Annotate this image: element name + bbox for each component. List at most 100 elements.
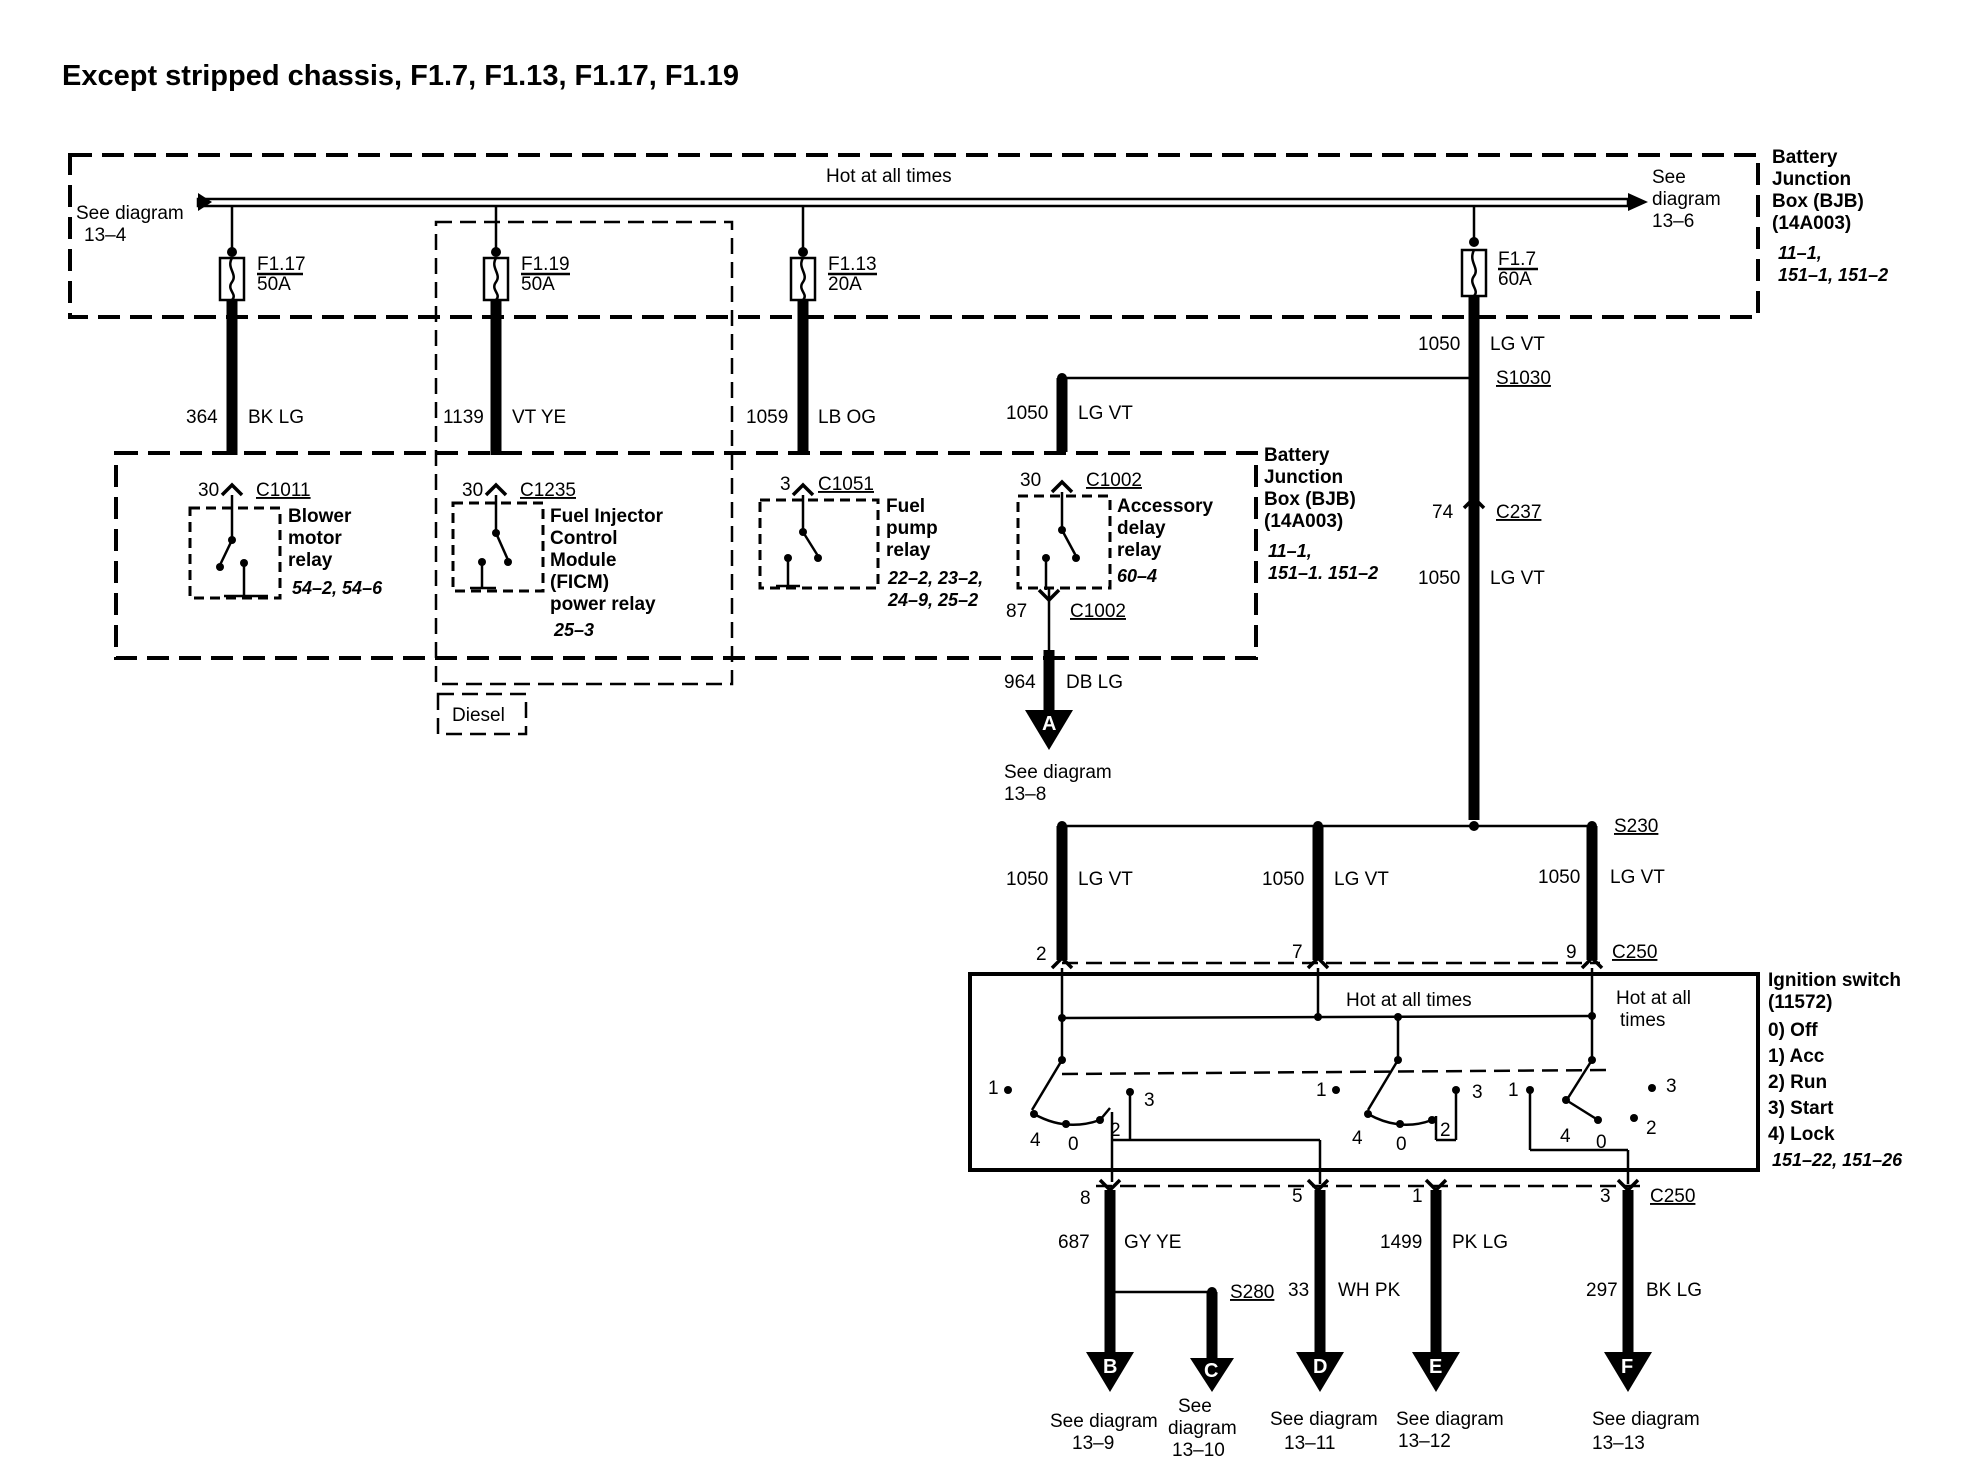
sw1-pos4: 4 xyxy=(1030,1130,1041,1151)
c1011-pin: 30 xyxy=(198,480,219,501)
c250-bottom-pin8: 8 xyxy=(1080,1188,1091,1209)
bjb-top-line3: Box (BJB) xyxy=(1772,191,1864,212)
fuse-f1-7 xyxy=(1460,206,1488,298)
ficm-relay-ref: 25–3 xyxy=(553,620,594,640)
hot-bus-bar xyxy=(196,193,1648,211)
sw1-pos3: 3 xyxy=(1144,1090,1155,1111)
ref-d-line2: 13–11 xyxy=(1284,1433,1335,1454)
wire-964-num: 964 xyxy=(1004,672,1036,693)
sw1-pos1: 1 xyxy=(988,1078,999,1099)
wire-1139-num: 1139 xyxy=(443,407,484,428)
ignition-title2: (11572) xyxy=(1768,992,1832,1013)
sw3-pos2: 2 xyxy=(1646,1118,1657,1139)
splice-s230-label: S230 xyxy=(1614,816,1658,837)
diesel-group-outline xyxy=(434,220,734,686)
ref-c-arrow xyxy=(1190,1358,1234,1392)
bjb-mid-line1: Battery xyxy=(1264,445,1330,466)
ignition-hot-label: Hot at all times xyxy=(1346,990,1472,1011)
wire-364-num: 364 xyxy=(186,407,218,428)
fuel-pump-relay-box xyxy=(758,498,880,590)
ficm-relay-line2: Control xyxy=(550,528,618,549)
bjb-mid-ref2: 151–1. 151–2 xyxy=(1268,563,1378,583)
fuel-pump-relay-line3: relay xyxy=(886,540,931,561)
ignition-title1: Ignition switch xyxy=(1768,970,1901,991)
splice-s280-label: S280 xyxy=(1230,1282,1274,1303)
ref-a-letter: A xyxy=(1042,713,1056,735)
bjb-mid-ref1: 11–1, xyxy=(1268,541,1312,561)
bjb-top-line2: Junction xyxy=(1772,169,1851,190)
fuel-pump-relay-contacts xyxy=(776,495,822,588)
ref-f-line1: See diagram xyxy=(1592,1409,1700,1430)
sw2-pos1: 1 xyxy=(1316,1080,1327,1101)
sw3-pos3: 3 xyxy=(1666,1076,1677,1097)
bus-right-ref-line2: diagram xyxy=(1652,189,1721,210)
bjb-top-line4: (14A003) xyxy=(1772,213,1851,234)
ignition-hot-label2a: Hot at all xyxy=(1616,988,1691,1009)
wire-364-color: BK LG xyxy=(248,407,304,428)
ficm-relay-contacts xyxy=(470,495,512,590)
c250-bottom-pin3: 3 xyxy=(1600,1186,1611,1207)
ref-c-letter: C xyxy=(1204,1360,1218,1382)
wire-1499-num: 1499 xyxy=(1380,1232,1422,1253)
c1002-in-name: C1002 xyxy=(1086,470,1142,491)
ficm-relay-line5: power relay xyxy=(550,594,656,615)
c250-top-pin2: 2 xyxy=(1036,944,1047,965)
switch-group-1 xyxy=(1004,1086,1322,1184)
switch-group-3 xyxy=(1526,1084,1656,1184)
fuel-pump-relay-line2: pump xyxy=(886,518,938,539)
wire-1050-sw2-color: LG VT xyxy=(1078,869,1133,890)
wire-1050-sw7-color: LG VT xyxy=(1334,869,1389,890)
fuel-pump-relay-line1: Fuel xyxy=(886,496,925,517)
ref-d-line1: See diagram xyxy=(1270,1409,1378,1430)
fuse-f1-7-name: F1.7 xyxy=(1498,249,1536,270)
ref-a-line1: See diagram xyxy=(1004,762,1112,783)
wire-1050-accessory-num: 1050 xyxy=(1006,403,1048,424)
sw2-pos3: 3 xyxy=(1472,1082,1483,1103)
ref-e-line1: See diagram xyxy=(1396,1409,1504,1430)
wire-1050-lower-color: LG VT xyxy=(1490,568,1545,589)
accessory-relay-line2: delay xyxy=(1117,518,1166,539)
bus-right-ref-line1: See xyxy=(1652,167,1686,188)
c250-bottom-name: C250 xyxy=(1650,1186,1695,1207)
wire-1050-sw9-color: LG VT xyxy=(1610,867,1665,888)
accessory-relay-box xyxy=(1016,494,1112,590)
sw2-pos0: 0 xyxy=(1396,1134,1407,1155)
wire-964-color: DB LG xyxy=(1066,672,1123,693)
diagram-title: Except stripped chassis, F1.7, F1.13, F1… xyxy=(62,60,739,92)
bus-left-ref-line1: See diagram xyxy=(76,203,184,224)
accessory-relay-ref: 60–4 xyxy=(1117,566,1157,586)
wire-1499-color: PK LG xyxy=(1452,1232,1508,1253)
c1051-connector xyxy=(791,482,815,497)
ref-c-line1: See xyxy=(1178,1396,1212,1417)
bus-right-ref-line3: 13–6 xyxy=(1652,211,1694,232)
splice-s1030-label: S1030 xyxy=(1496,368,1551,389)
ignition-internal-wiring xyxy=(1030,968,1611,1111)
bjb-mid-line3: Box (BJB) xyxy=(1264,489,1356,510)
fuel-pump-relay-ref1: 22–2, 23–2, xyxy=(887,568,983,588)
blower-relay-line3: relay xyxy=(288,550,333,571)
wire-297-num: 297 xyxy=(1586,1280,1618,1301)
c237-name: C237 xyxy=(1496,502,1541,523)
ignition-pos-2: 2) Run xyxy=(1768,1072,1827,1093)
c250-top-name: C250 xyxy=(1612,942,1657,963)
ref-c-line3: 13–10 xyxy=(1172,1440,1225,1461)
ficm-relay-line1: Fuel Injector xyxy=(550,506,664,527)
blower-relay-line1: Blower xyxy=(288,506,352,527)
c250-top-pin2-mark xyxy=(1050,955,1074,970)
ignition-ref: 151–22, 151–26 xyxy=(1772,1150,1903,1170)
diesel-label-box xyxy=(436,692,528,736)
bjb-mid-line4: (14A003) xyxy=(1264,511,1343,532)
switch-group-2 xyxy=(1332,1086,1460,1142)
ref-f-line2: 13–13 xyxy=(1592,1433,1645,1454)
wire-1050-main-color: LG VT xyxy=(1490,334,1545,355)
fuse-f1-13-rating: 20A xyxy=(828,274,862,295)
c1002-out-name: C1002 xyxy=(1070,601,1126,622)
ignition-switch-box xyxy=(968,972,1760,1172)
bjb-top-ref1: 11–1, xyxy=(1778,243,1822,263)
ignition-pos-4: 4) Lock xyxy=(1768,1124,1835,1145)
wire-1050-lower-num: 1050 xyxy=(1418,568,1460,589)
ref-a-line2: 13–8 xyxy=(1004,784,1046,805)
c1002-in-pin: 30 xyxy=(1020,470,1041,491)
ref-e-letter: E xyxy=(1429,1356,1442,1378)
